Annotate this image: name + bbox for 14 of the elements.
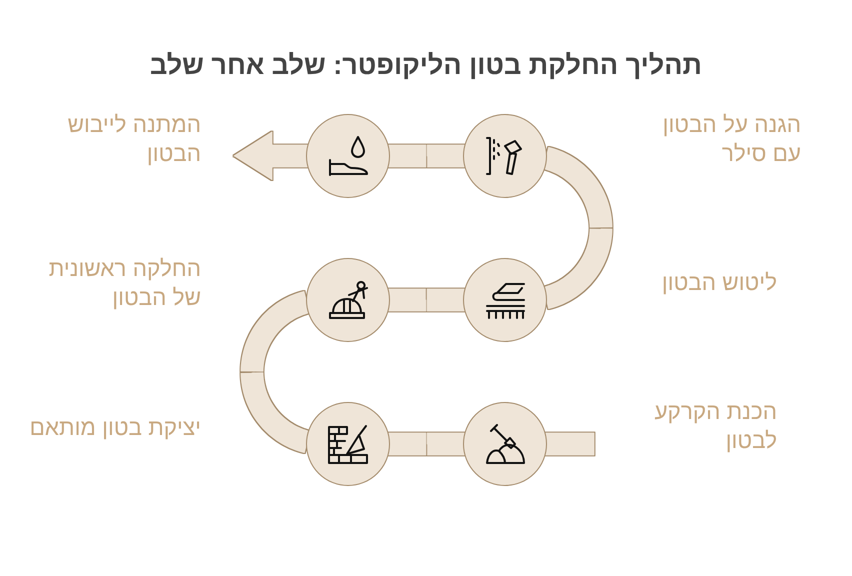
connector — [240, 290, 310, 454]
step-label: הגנה על הבטון עם סילר — [662, 111, 801, 168]
step-label: הכנת הקרקע לבטון — [653, 398, 777, 455]
title: תהליך החלקת בטון הליקופטר: שלב אחר שלב — [150, 49, 702, 82]
connector — [543, 146, 612, 310]
step-label: המתנה לייבוש הבטון — [66, 111, 201, 168]
step-label: יציקת בטון מותאם — [28, 414, 201, 442]
connector — [388, 144, 466, 168]
connector — [544, 432, 594, 456]
connector — [388, 288, 466, 312]
step-label: החלקה ראשונית של הבטון — [48, 255, 201, 312]
arrow — [234, 132, 308, 180]
connector — [388, 432, 466, 456]
step-label: ליטוש הבטון — [660, 269, 777, 297]
